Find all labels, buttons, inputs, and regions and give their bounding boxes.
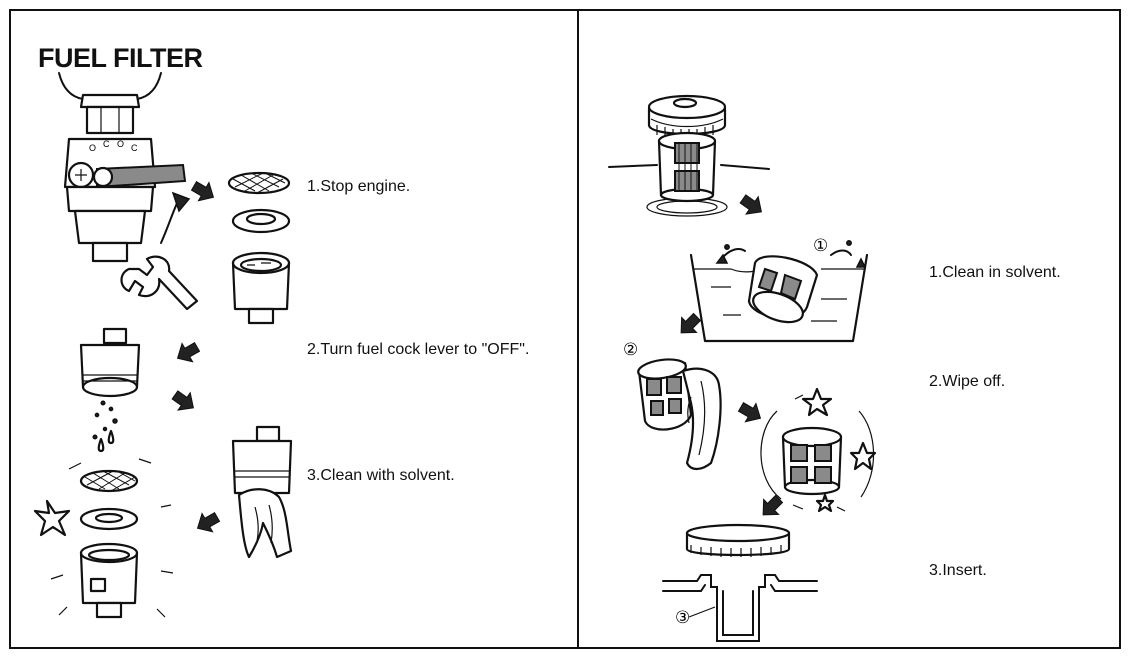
left-step-2: 2.Turn fuel cock lever to "OFF". [307, 341, 530, 358]
draining-filter-cup [79, 327, 203, 453]
arrow-down-right-4 [735, 397, 767, 428]
clean-strainer [755, 387, 877, 523]
wipe-strainer-cloth [637, 358, 767, 471]
callout-1: ① [813, 236, 828, 256]
wrench-icon [120, 255, 199, 311]
fuel-cock-valve: O C O C [58, 72, 191, 263]
illustrations: O C O C [33, 72, 877, 642]
filter-parts-exploded [188, 171, 291, 325]
callout-2: ② [623, 340, 638, 360]
filter-in-tank-opening [608, 94, 770, 221]
arrow-down-left-1 [171, 337, 203, 368]
manual-page-frame: FUEL FILTER 1.Stop engine. 2.Turn fuel c… [9, 9, 1121, 649]
solvent-tray: ① [689, 236, 869, 343]
sparkle-icon-2 [801, 387, 833, 417]
page-title: FUEL FILTER [38, 43, 203, 73]
arrow-down-right-1 [188, 176, 220, 207]
insert-into-tank: ③ [662, 523, 818, 642]
arrow-down-right-2 [168, 385, 200, 417]
valve-letter-c-1: C [103, 139, 110, 149]
right-step-1: 1.Clean in solvent. [929, 264, 1061, 281]
valve-letter-c-2: C [131, 143, 138, 153]
left-step-3: 3.Clean with solvent. [307, 467, 455, 484]
clean-filter-parts [33, 458, 174, 619]
valve-letter-o-2: O [117, 139, 124, 149]
sparkle-icon-4 [815, 493, 835, 513]
sparkle-icon-3 [849, 441, 877, 471]
wipe-cup-with-hand [191, 425, 293, 559]
arrow-down-left-2 [191, 507, 223, 538]
wipe-cloth [681, 367, 722, 471]
callout-3: ③ [675, 608, 690, 628]
sparkle-icon [33, 499, 71, 537]
right-step-2: 2.Wipe off. [929, 373, 1006, 390]
right-step-3: 3.Insert. [929, 562, 987, 579]
column-divider [577, 11, 579, 647]
valve-letters: O C O C [89, 139, 138, 153]
arrow-down-right-3 [736, 189, 768, 221]
arrow-down-left-4 [755, 491, 787, 523]
valve-letter-o-1: O [89, 143, 96, 153]
left-step-1: 1.Stop engine. [307, 178, 411, 195]
